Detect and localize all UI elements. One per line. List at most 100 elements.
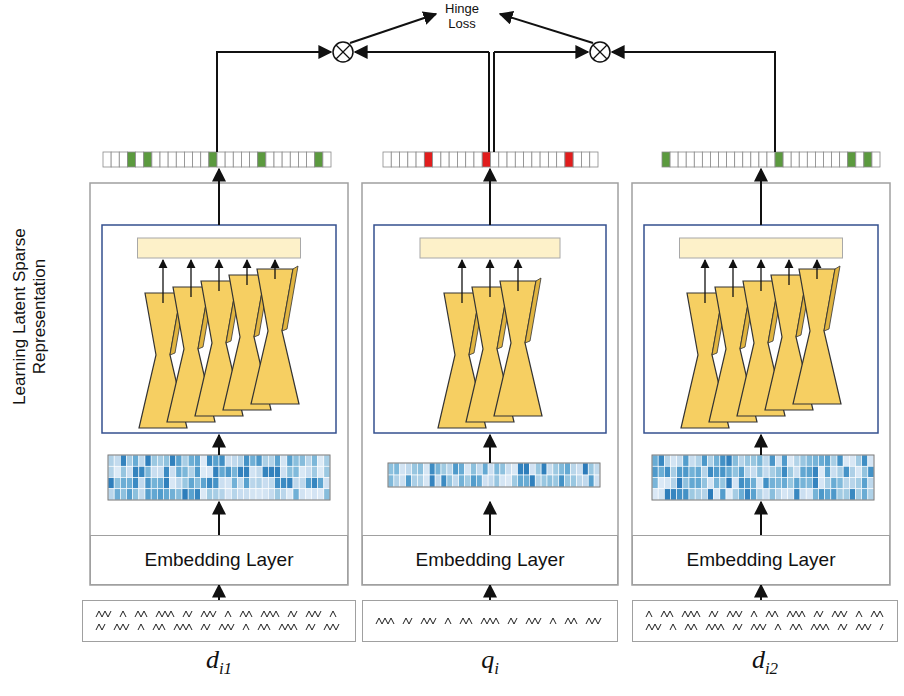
embedding-cell [849, 466, 855, 477]
text-squiggle [96, 611, 111, 617]
embedding-cell [708, 489, 714, 500]
sparse-vector-cell [557, 152, 565, 167]
sparse-vector-cell [391, 152, 399, 167]
embedding-cell [176, 478, 182, 489]
embedding-cell [182, 466, 188, 477]
embedding-cell [188, 489, 194, 500]
embedding-cell [714, 478, 720, 489]
embedding-cell [213, 455, 219, 466]
embedding-cell [201, 489, 207, 500]
encoder-panel [90, 183, 348, 585]
embedding-cell [788, 478, 794, 489]
embedding-cell [287, 455, 293, 466]
text-squiggle [445, 618, 451, 624]
embedding-cell [782, 455, 788, 466]
sparse-vector-cell [474, 152, 482, 167]
embedding-cell [671, 466, 677, 477]
text-squiggle [153, 624, 165, 630]
embedding-cell [664, 489, 670, 500]
sparse-vector-cell [160, 152, 168, 167]
embedding-cell [763, 466, 769, 477]
layer-name: Embedding Layer [145, 549, 294, 571]
embedding-cell [831, 455, 837, 466]
embedding-cell [868, 455, 874, 466]
embedding-cell [695, 478, 701, 489]
sparse-vector-cell [233, 152, 241, 167]
embedding-cell [108, 466, 114, 477]
text-squiggle [856, 611, 862, 617]
embedding-cell [689, 489, 695, 500]
embedding-cell [429, 463, 435, 475]
embedding-cell [856, 466, 862, 477]
embedding-cell [769, 466, 775, 477]
embedding-cell [281, 455, 287, 466]
embedding-cell [843, 455, 849, 466]
embedding-cell [769, 478, 775, 489]
embedding-cell [535, 463, 541, 475]
sparse-vector-cell [176, 152, 184, 167]
embedding-cell [812, 455, 818, 466]
embedding-cell [231, 455, 237, 466]
embedding-cell [465, 463, 471, 475]
embedding-cell [571, 463, 577, 475]
sparse-vector-cell [872, 152, 880, 167]
embedding-cell [231, 489, 237, 500]
embedding-cell [652, 478, 658, 489]
embedding-cell [299, 489, 305, 500]
embedding-cell [588, 475, 594, 487]
text-squiggle [856, 624, 871, 630]
embedding-cell [788, 455, 794, 466]
embedding-cell [738, 489, 744, 500]
embedding-cell [412, 475, 418, 487]
embedding-cell [806, 455, 812, 466]
text-squiggle [403, 618, 412, 624]
embedding-cell [170, 455, 176, 466]
embedding-cell [213, 478, 219, 489]
sparse-vector-cell [540, 152, 548, 167]
embedding-cell [529, 463, 535, 475]
embedding-layer-box: Embedding Layer [362, 535, 618, 585]
flow-arrow [494, 51, 588, 53]
text-squiggle [832, 611, 847, 617]
embedding-cell [151, 478, 157, 489]
embedding-cell [324, 489, 330, 500]
embedding-cell [182, 489, 188, 500]
embedding-cell [535, 475, 541, 487]
embedding-cell [571, 475, 577, 487]
sparse-vector-cell [127, 152, 135, 167]
embedding-cell [194, 489, 200, 500]
embedding-cell [127, 455, 133, 466]
flow-arrow [517, 260, 518, 291]
sparse-vector-cell [266, 152, 274, 167]
embedding-cell [800, 489, 806, 500]
embedding-cell [133, 489, 139, 500]
embedding-cell [825, 455, 831, 466]
embedding-cell [447, 463, 453, 475]
text-squiggle [174, 624, 192, 630]
embedding-cell [751, 478, 757, 489]
sparse-vector-cell [307, 152, 315, 167]
input-text-box: qi [362, 600, 618, 642]
embedding-cell [664, 478, 670, 489]
embedding-cell [868, 466, 874, 477]
embedding-cell [256, 489, 262, 500]
embedding-cell [133, 478, 139, 489]
embedding-cell [862, 455, 868, 466]
embedding-cell [151, 455, 157, 466]
embedding-cell [837, 466, 843, 477]
embedding-cell [652, 455, 658, 466]
embedding-cell [488, 463, 494, 475]
embedding-cell [299, 478, 305, 489]
embedding-cell [788, 489, 794, 500]
text-squiggle [880, 624, 883, 630]
autoencoder-side [824, 266, 840, 331]
sparse-vector-cell [457, 152, 465, 167]
flow-arrow [612, 51, 681, 53]
embedding-cell [145, 489, 151, 500]
embedding-cell [127, 489, 133, 500]
embedding-cell [465, 475, 471, 487]
flow-arrow [350, 14, 436, 43]
embedding-cell [775, 478, 781, 489]
embedding-cell [139, 478, 145, 489]
embedding-cell [133, 466, 139, 477]
